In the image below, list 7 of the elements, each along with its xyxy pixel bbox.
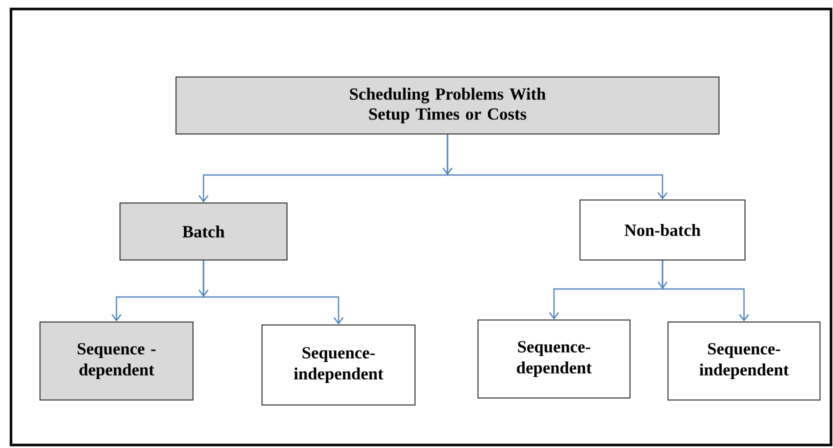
category-box: Sequence- independent [668,322,820,400]
category-box: Batch [120,202,288,260]
category-box: Non-batch [580,200,746,260]
category-box: Sequence- independent [262,324,416,406]
category-box: Sequence- dependent [478,320,630,398]
title-box: Scheduling Problems With Setup Times or Costs [176,76,720,134]
category-box: Sequence - dependent [40,322,194,400]
